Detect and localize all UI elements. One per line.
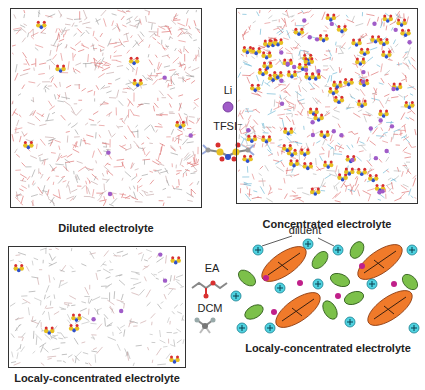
panel-caption: Localy-concentrated electrolyte xyxy=(245,342,411,354)
dcm-molecule xyxy=(195,318,216,334)
simulation-box: Concentrated electrolyte xyxy=(236,8,418,204)
panel-caption: Localy-concentrated electrolyte xyxy=(14,372,180,384)
ion-label: Li xyxy=(224,84,233,96)
md-snapshot xyxy=(8,246,186,368)
molecule-label: EA xyxy=(205,262,220,274)
molecule-label: DCM xyxy=(197,302,222,314)
md-snapshot xyxy=(10,8,202,208)
ion-label: TFSI⁻ xyxy=(213,120,243,133)
panel-caption: Concentrated electrolyte xyxy=(263,218,392,230)
simulation-box: Localy-concentrated electrolyte xyxy=(8,246,186,368)
panel-caption: Diluted electrolyte xyxy=(58,222,153,234)
md-snapshot xyxy=(236,8,418,204)
ea-molecule xyxy=(192,281,227,299)
component-label: diluent xyxy=(289,224,321,236)
lce-schematic xyxy=(231,236,421,334)
li-ion xyxy=(223,102,233,112)
tfsi-molecule xyxy=(202,143,254,162)
simulation-box: Diluted electrolyte xyxy=(10,8,202,208)
